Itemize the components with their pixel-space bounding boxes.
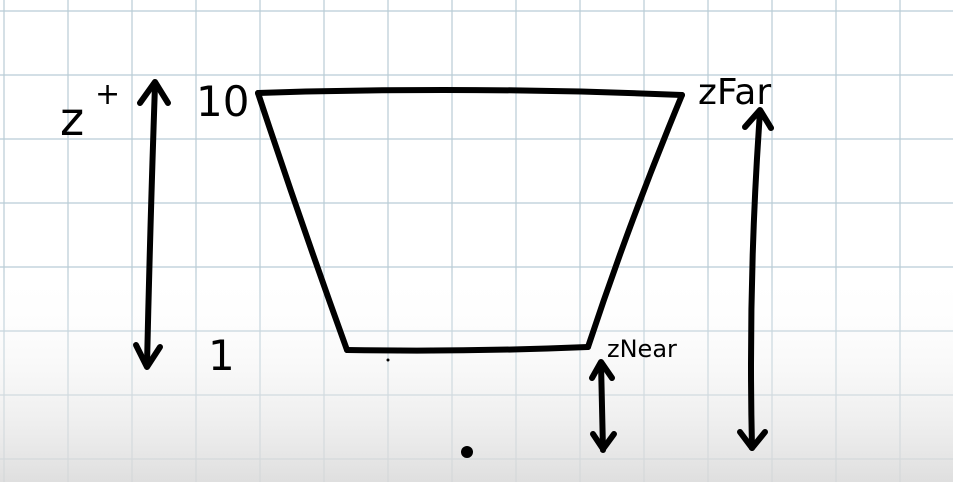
frustum-left-edge	[255, 90, 350, 353]
z-near-arrowhead-top	[589, 359, 615, 381]
eye-origin-dot	[461, 446, 473, 458]
z-near-arrowhead-bottom	[590, 431, 617, 452]
far-value-label: 10	[196, 77, 249, 126]
z-axis-arrowhead-bottom	[133, 342, 163, 370]
z-axis-arrowhead-top	[137, 79, 171, 106]
z-axis-label: z	[60, 92, 84, 146]
z-far-double-arrow	[748, 109, 763, 451]
z-near-double-arrow	[598, 360, 606, 453]
near-value-label: 1	[208, 331, 235, 380]
bottom-shadow-fade	[0, 270, 953, 482]
frustum-top-edge	[255, 86, 685, 98]
z-near-label: zNear	[607, 335, 677, 363]
near-plane-tick-dot	[386, 358, 390, 362]
z-far-arrowhead-bottom	[737, 429, 768, 451]
frustum-bottom-edge	[344, 344, 591, 354]
z-far-arrowhead-top	[742, 107, 774, 131]
z-far-label: zFar	[698, 72, 771, 113]
z-axis-plus-sign: +	[95, 77, 120, 112]
frustum-right-edge	[585, 92, 685, 350]
z-axis-double-arrow	[144, 82, 158, 368]
